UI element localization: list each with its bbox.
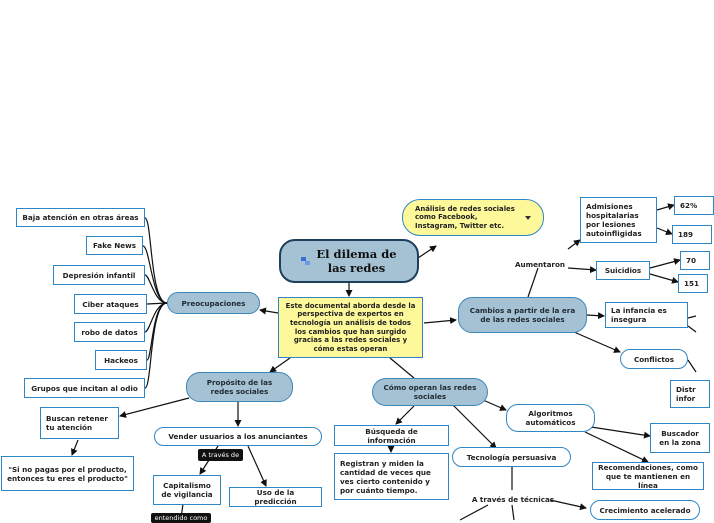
topic-proposito[interactable]: Propósito de las redes sociales bbox=[186, 372, 293, 402]
mind-map-canvas: El dilema de las redes Este documental a… bbox=[1, 196, 714, 523]
central-title: El dilema de las redes bbox=[316, 246, 397, 275]
center-note[interactable]: Este documental aborda desde la perspect… bbox=[278, 297, 423, 358]
registran-miden[interactable]: Registran y miden la cantidad de veces q… bbox=[334, 453, 449, 500]
suicidios[interactable]: Suicidios bbox=[596, 261, 650, 280]
topic-como-operan[interactable]: Cómo operan las redes sociales bbox=[372, 378, 488, 406]
buscan-retener[interactable]: Buscan retener tu atención bbox=[40, 407, 119, 439]
conflictos[interactable]: Conflictos bbox=[620, 349, 688, 369]
uso-prediccion[interactable]: Uso de la predicción bbox=[229, 487, 322, 507]
tecnologia-persuasiva[interactable]: Tecnología persuasiva bbox=[452, 447, 571, 467]
concern-item[interactable]: Ciber ataques bbox=[74, 294, 147, 314]
analysis-note-text: Análisis de redes sociales como Facebook… bbox=[415, 204, 515, 230]
stat-box[interactable]: 151 bbox=[678, 274, 708, 293]
stat-box[interactable]: 62% bbox=[674, 196, 714, 215]
concern-item[interactable]: Baja atención en otras áreas bbox=[16, 208, 145, 227]
aumentaron[interactable]: Aumentaron bbox=[514, 259, 566, 269]
concern-item[interactable]: robo de datos bbox=[74, 322, 145, 342]
label-a-traves-de: A través de bbox=[198, 449, 243, 461]
busqueda-informacion[interactable]: Búsqueda de información bbox=[334, 425, 449, 446]
topic-cambios[interactable]: Cambios a partir de la era de las redes … bbox=[458, 297, 587, 333]
a-traves-de-tecnicas[interactable]: A través de técnicas bbox=[471, 494, 555, 504]
recomendaciones[interactable]: Recomendaciones, como que te mantienen e… bbox=[592, 462, 704, 490]
admisiones-hospitalarias[interactable]: Admisiones hospitalarias por lesiones au… bbox=[580, 197, 657, 243]
distorsion-info[interactable]: Distr infor bbox=[670, 380, 710, 408]
concern-item[interactable]: Hackeos bbox=[95, 350, 147, 370]
concern-item[interactable]: Fake News bbox=[86, 236, 143, 255]
label-entendido-como: entendido como bbox=[151, 513, 211, 523]
topic-preocupaciones[interactable]: Preocupaciones bbox=[167, 292, 260, 314]
stat-box[interactable]: 70 bbox=[680, 251, 710, 270]
concern-item[interactable]: Grupos que incitan al odio bbox=[24, 378, 145, 398]
capitalismo-vigilancia[interactable]: Capitalismo de vigilancia bbox=[153, 475, 221, 505]
analysis-note[interactable]: Análisis de redes sociales como Facebook… bbox=[402, 199, 544, 236]
stat-box[interactable]: 189 bbox=[672, 225, 712, 244]
collapse-triangle-icon[interactable] bbox=[525, 215, 531, 220]
algoritmos-automaticos[interactable]: Algoritmos automáticos bbox=[506, 404, 595, 432]
concern-item[interactable]: Depresión infantil bbox=[53, 265, 145, 285]
quote-product[interactable]: "Si no pagas por el producto, entonces t… bbox=[1, 456, 134, 491]
connector-lines bbox=[70, 203, 697, 521]
buscador-zona[interactable]: Buscador en la zona bbox=[650, 423, 710, 453]
infancia-insegura[interactable]: La infancia es insegura bbox=[605, 302, 688, 328]
central-topic[interactable]: El dilema de las redes bbox=[279, 239, 419, 283]
vender-usuarios[interactable]: Vender usuarios a los anunciantes bbox=[154, 427, 322, 446]
crecimiento-acelerado[interactable]: Crecimiento acelerado bbox=[590, 500, 700, 520]
map-icon bbox=[300, 256, 311, 266]
